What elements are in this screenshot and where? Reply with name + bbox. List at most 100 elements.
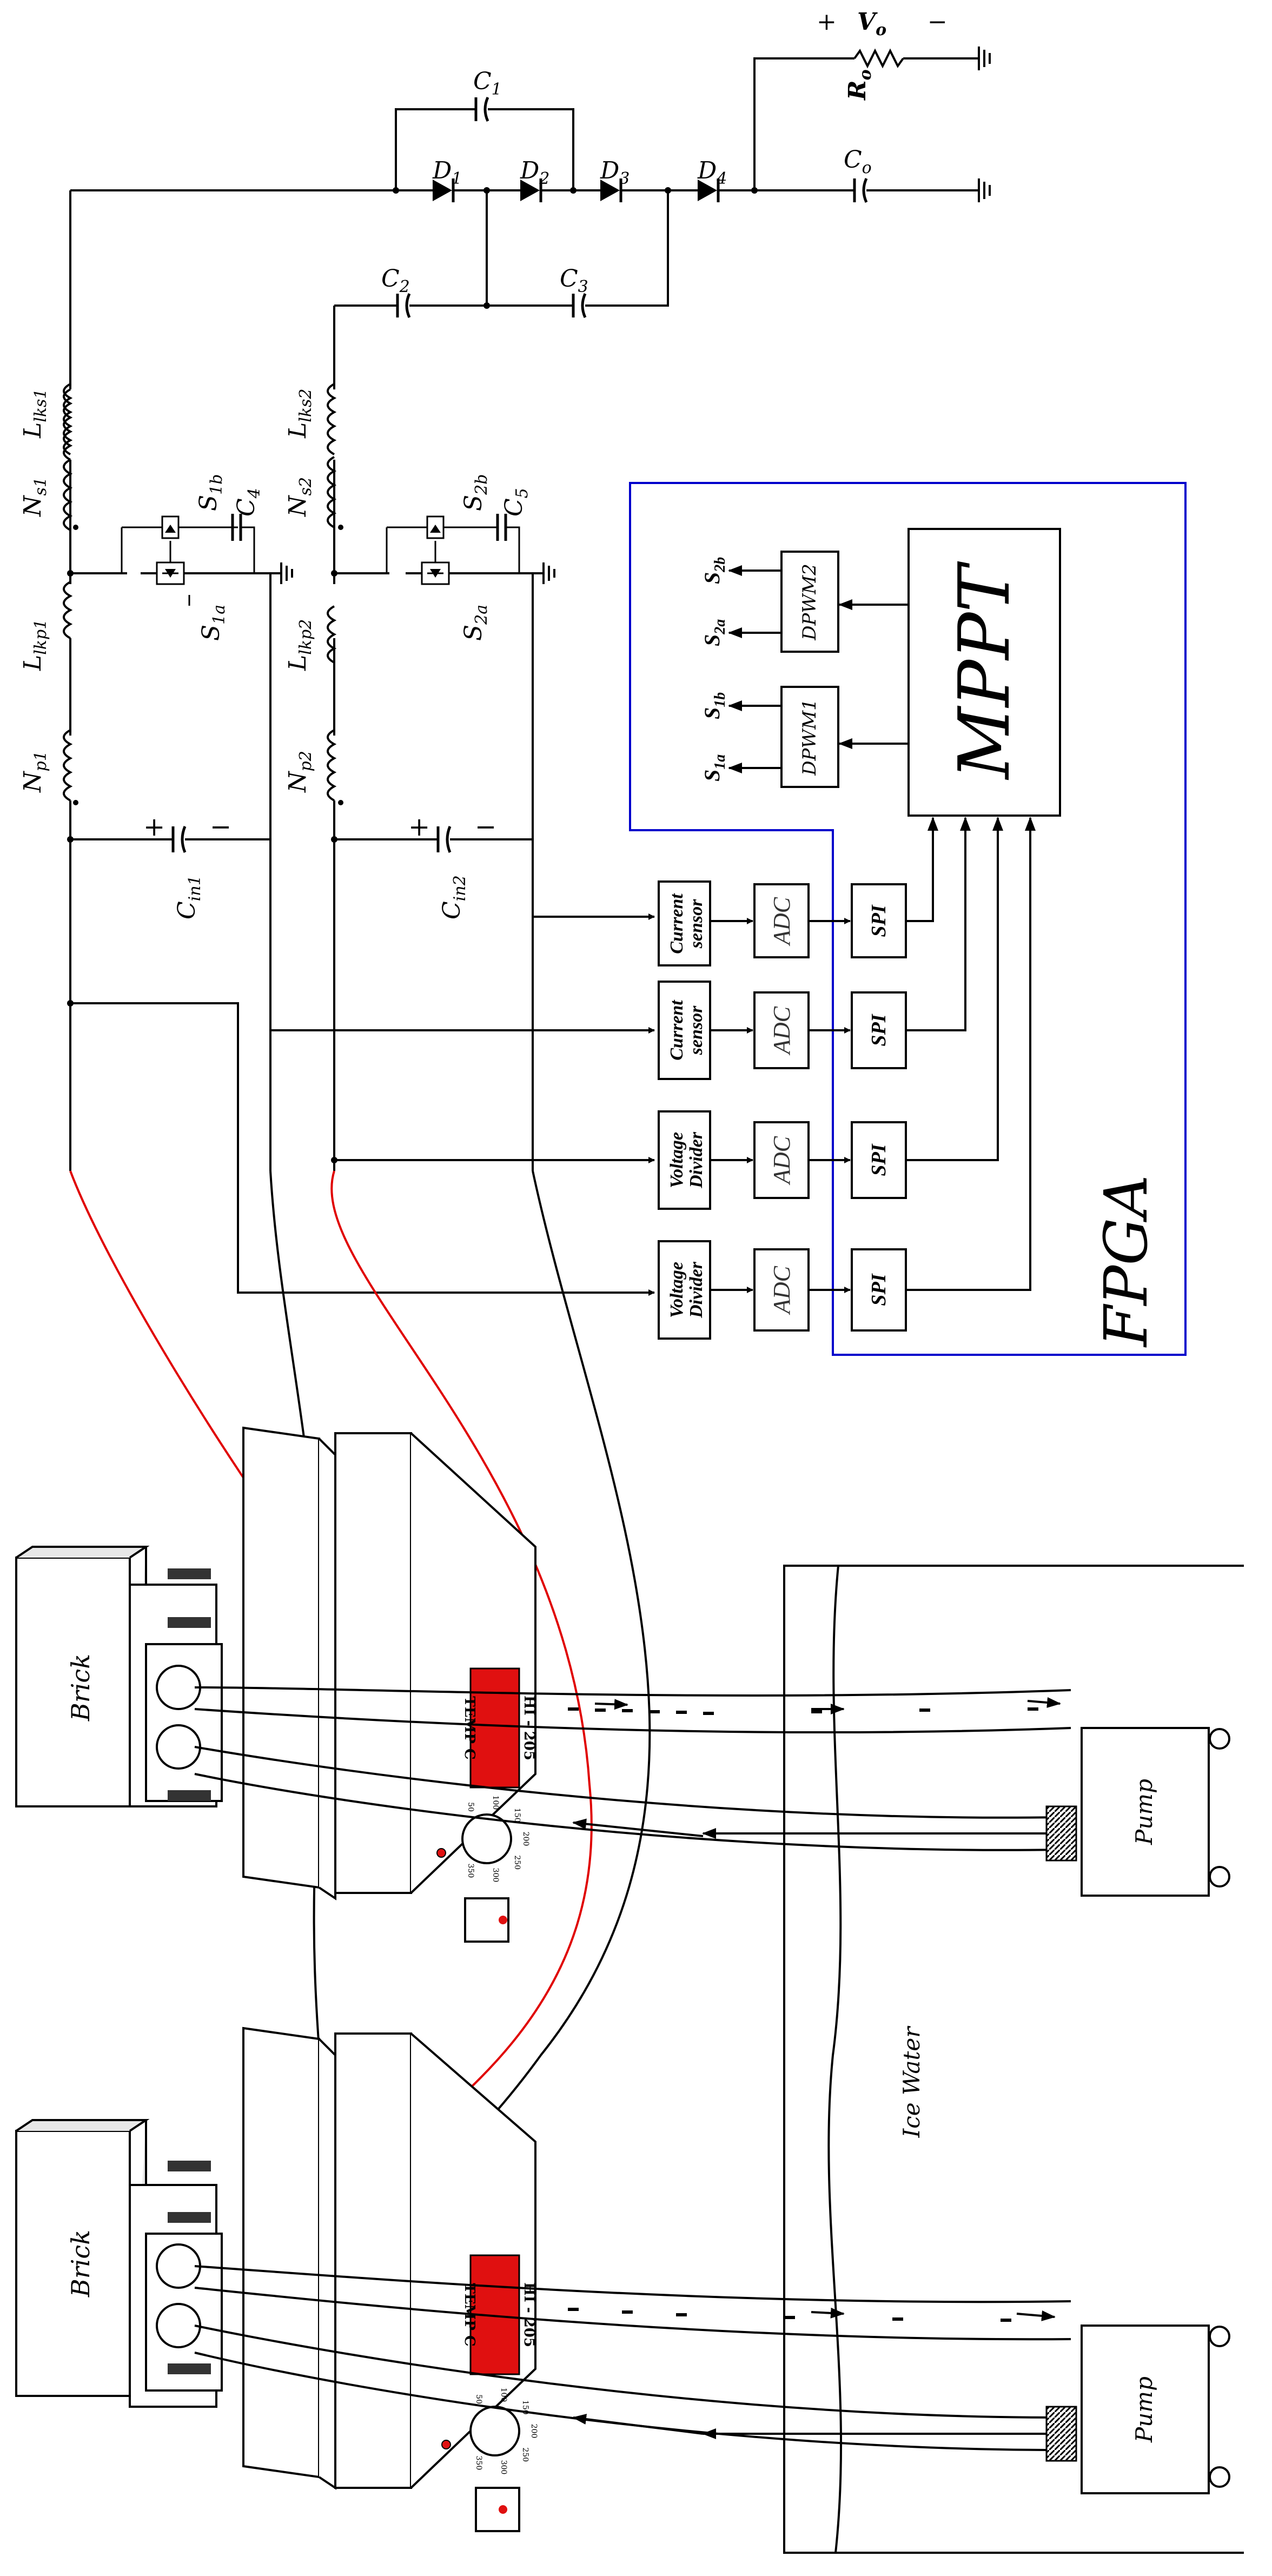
svg-text:ADC: ADC: [769, 897, 795, 946]
llks2-inductor: [327, 383, 337, 455]
out-s1b: S1b: [700, 692, 728, 719]
svg-text:DPWM1: DPWM1: [799, 699, 820, 776]
ns2-dot: [338, 525, 343, 530]
cin2-label: Cin2: [438, 875, 469, 919]
ns2-winding: [327, 456, 337, 528]
control-section: Current sensor Current sensor Voltage Di…: [629, 482, 1187, 1356]
llkp1-inductor: [63, 581, 73, 639]
ns1-winding: [63, 388, 73, 461]
d3-label: D3: [600, 157, 630, 188]
ns2-label: Ns2: [284, 477, 315, 517]
brick-label: Brick: [66, 2230, 95, 2297]
svg-text:ADC: ADC: [769, 1136, 795, 1186]
brick-label: Brick: [66, 1654, 95, 1721]
dial-tick-label: 250: [513, 1855, 521, 1870]
ground-symbol: [270, 562, 293, 584]
c3-label: C3: [560, 265, 588, 296]
ice-water-tank: Ice Water: [783, 1565, 1244, 2554]
c2-label: C2: [381, 265, 410, 296]
switch-s1: [121, 514, 255, 606]
dial-tick-label: 250: [521, 2447, 529, 2462]
cin1-label: Cin1: [173, 875, 204, 919]
svg-text:ADC: ADC: [769, 1266, 795, 1315]
svg-text:SPI: SPI: [867, 904, 890, 937]
svg-text:sensor: sensor: [686, 1005, 706, 1055]
adc-1: ADC: [753, 883, 810, 958]
sensor-current-1: Current sensor: [658, 880, 711, 966]
dial-tick-label: 100: [499, 2388, 508, 2402]
dpwm2-block: DPWM2: [780, 551, 839, 653]
switch-s2: [386, 514, 520, 585]
c5-label: C5: [500, 488, 532, 516]
svg-text:SPI: SPI: [867, 1014, 890, 1046]
llkp1-label: Llkp1: [19, 619, 50, 671]
ns1-label: Ns1: [19, 477, 50, 517]
ground-symbol: [533, 562, 555, 584]
llks2-label: Llks2: [284, 389, 315, 439]
llkp2-label: Llkp2: [284, 619, 315, 671]
dial-tick-label: 150: [521, 2400, 529, 2415]
np2-dot: [338, 800, 343, 805]
svg-text:sensor: sensor: [686, 899, 706, 949]
sensor-voltage-1: Voltage Divider: [658, 1110, 711, 1210]
pump-label: Pump: [1131, 1779, 1157, 1845]
svg-text:Voltage: Voltage: [667, 1132, 687, 1188]
apparatus-unit-2: Brick TEMP C HI - 205 Pump: [15, 2027, 1230, 2532]
dial-tick-label: 300: [499, 2460, 508, 2475]
c1-label: C1: [473, 68, 502, 99]
svg-text:Divider: Divider: [686, 1131, 706, 1189]
svg-text:SPI: SPI: [867, 1143, 890, 1176]
np1-dot: [73, 800, 78, 805]
llkp2-inductor: [327, 605, 337, 664]
ns1-coil: [63, 459, 73, 531]
svg-text:Voltage: Voltage: [667, 1262, 687, 1318]
output-minus: −: [928, 8, 948, 36]
sensing-wires: [70, 913, 654, 1296]
s2b-label: S2b: [460, 474, 491, 511]
s1b-label: S1b: [195, 474, 226, 511]
ro-label: Ro: [844, 69, 875, 101]
sensor-voltage-2: Voltage Divider: [658, 1240, 711, 1340]
llks1-inductor: [63, 383, 73, 455]
svg-text:Divider: Divider: [686, 1261, 706, 1319]
fpga-boundary: [629, 482, 1187, 1356]
dial-tick-label: 350: [466, 1864, 475, 1878]
mppt-block: MPPT: [907, 528, 1061, 817]
svg-text:Current: Current: [667, 999, 687, 1061]
out-s2a: S2a: [700, 619, 728, 646]
svg-text:ADC: ADC: [769, 1006, 795, 1056]
dpwm1-block: DPWM1: [780, 686, 839, 788]
co-label: Co: [844, 146, 872, 177]
display-label: TEMP C: [461, 1696, 478, 1759]
apparatus-unit-1: Brick TEMP C HI - 205: [15, 1426, 1230, 1943]
svg-text:Current: Current: [667, 893, 687, 954]
ice-water-label: Ice Water: [898, 2025, 925, 2138]
adc-3: ADC: [753, 1121, 810, 1199]
dial-tick-label: 200: [521, 1832, 530, 1846]
d1-label: D1: [432, 157, 462, 188]
spi-2: SPI: [851, 991, 907, 1069]
model-label: HI - 205: [521, 2282, 537, 2347]
vo-label: Vo: [857, 8, 886, 39]
dial-tick-label: 50: [466, 1802, 475, 1812]
spi-4: SPI: [851, 1248, 907, 1332]
output-plus: +: [817, 8, 837, 36]
out-s2b: S2b: [700, 557, 728, 584]
pump-label: Pump: [1131, 2376, 1157, 2443]
dial-tick-label: 150: [513, 1808, 521, 1823]
np2-label: Np2: [284, 751, 315, 793]
cin2-minus: −: [475, 812, 496, 842]
adc-4: ADC: [753, 1248, 810, 1332]
np1-winding: [63, 729, 73, 802]
power-circuit: [63, 47, 991, 1171]
dial-tick-label: 100: [491, 1796, 500, 1810]
ns1-dot: [73, 525, 78, 530]
dial-tick-label: 350: [474, 2456, 483, 2471]
llks1-label: Llks1: [19, 389, 50, 439]
dial-tick-label: 50: [474, 2394, 483, 2404]
adc-2: ADC: [753, 991, 810, 1069]
spi-1: SPI: [851, 883, 907, 958]
np2-winding: [327, 729, 337, 802]
